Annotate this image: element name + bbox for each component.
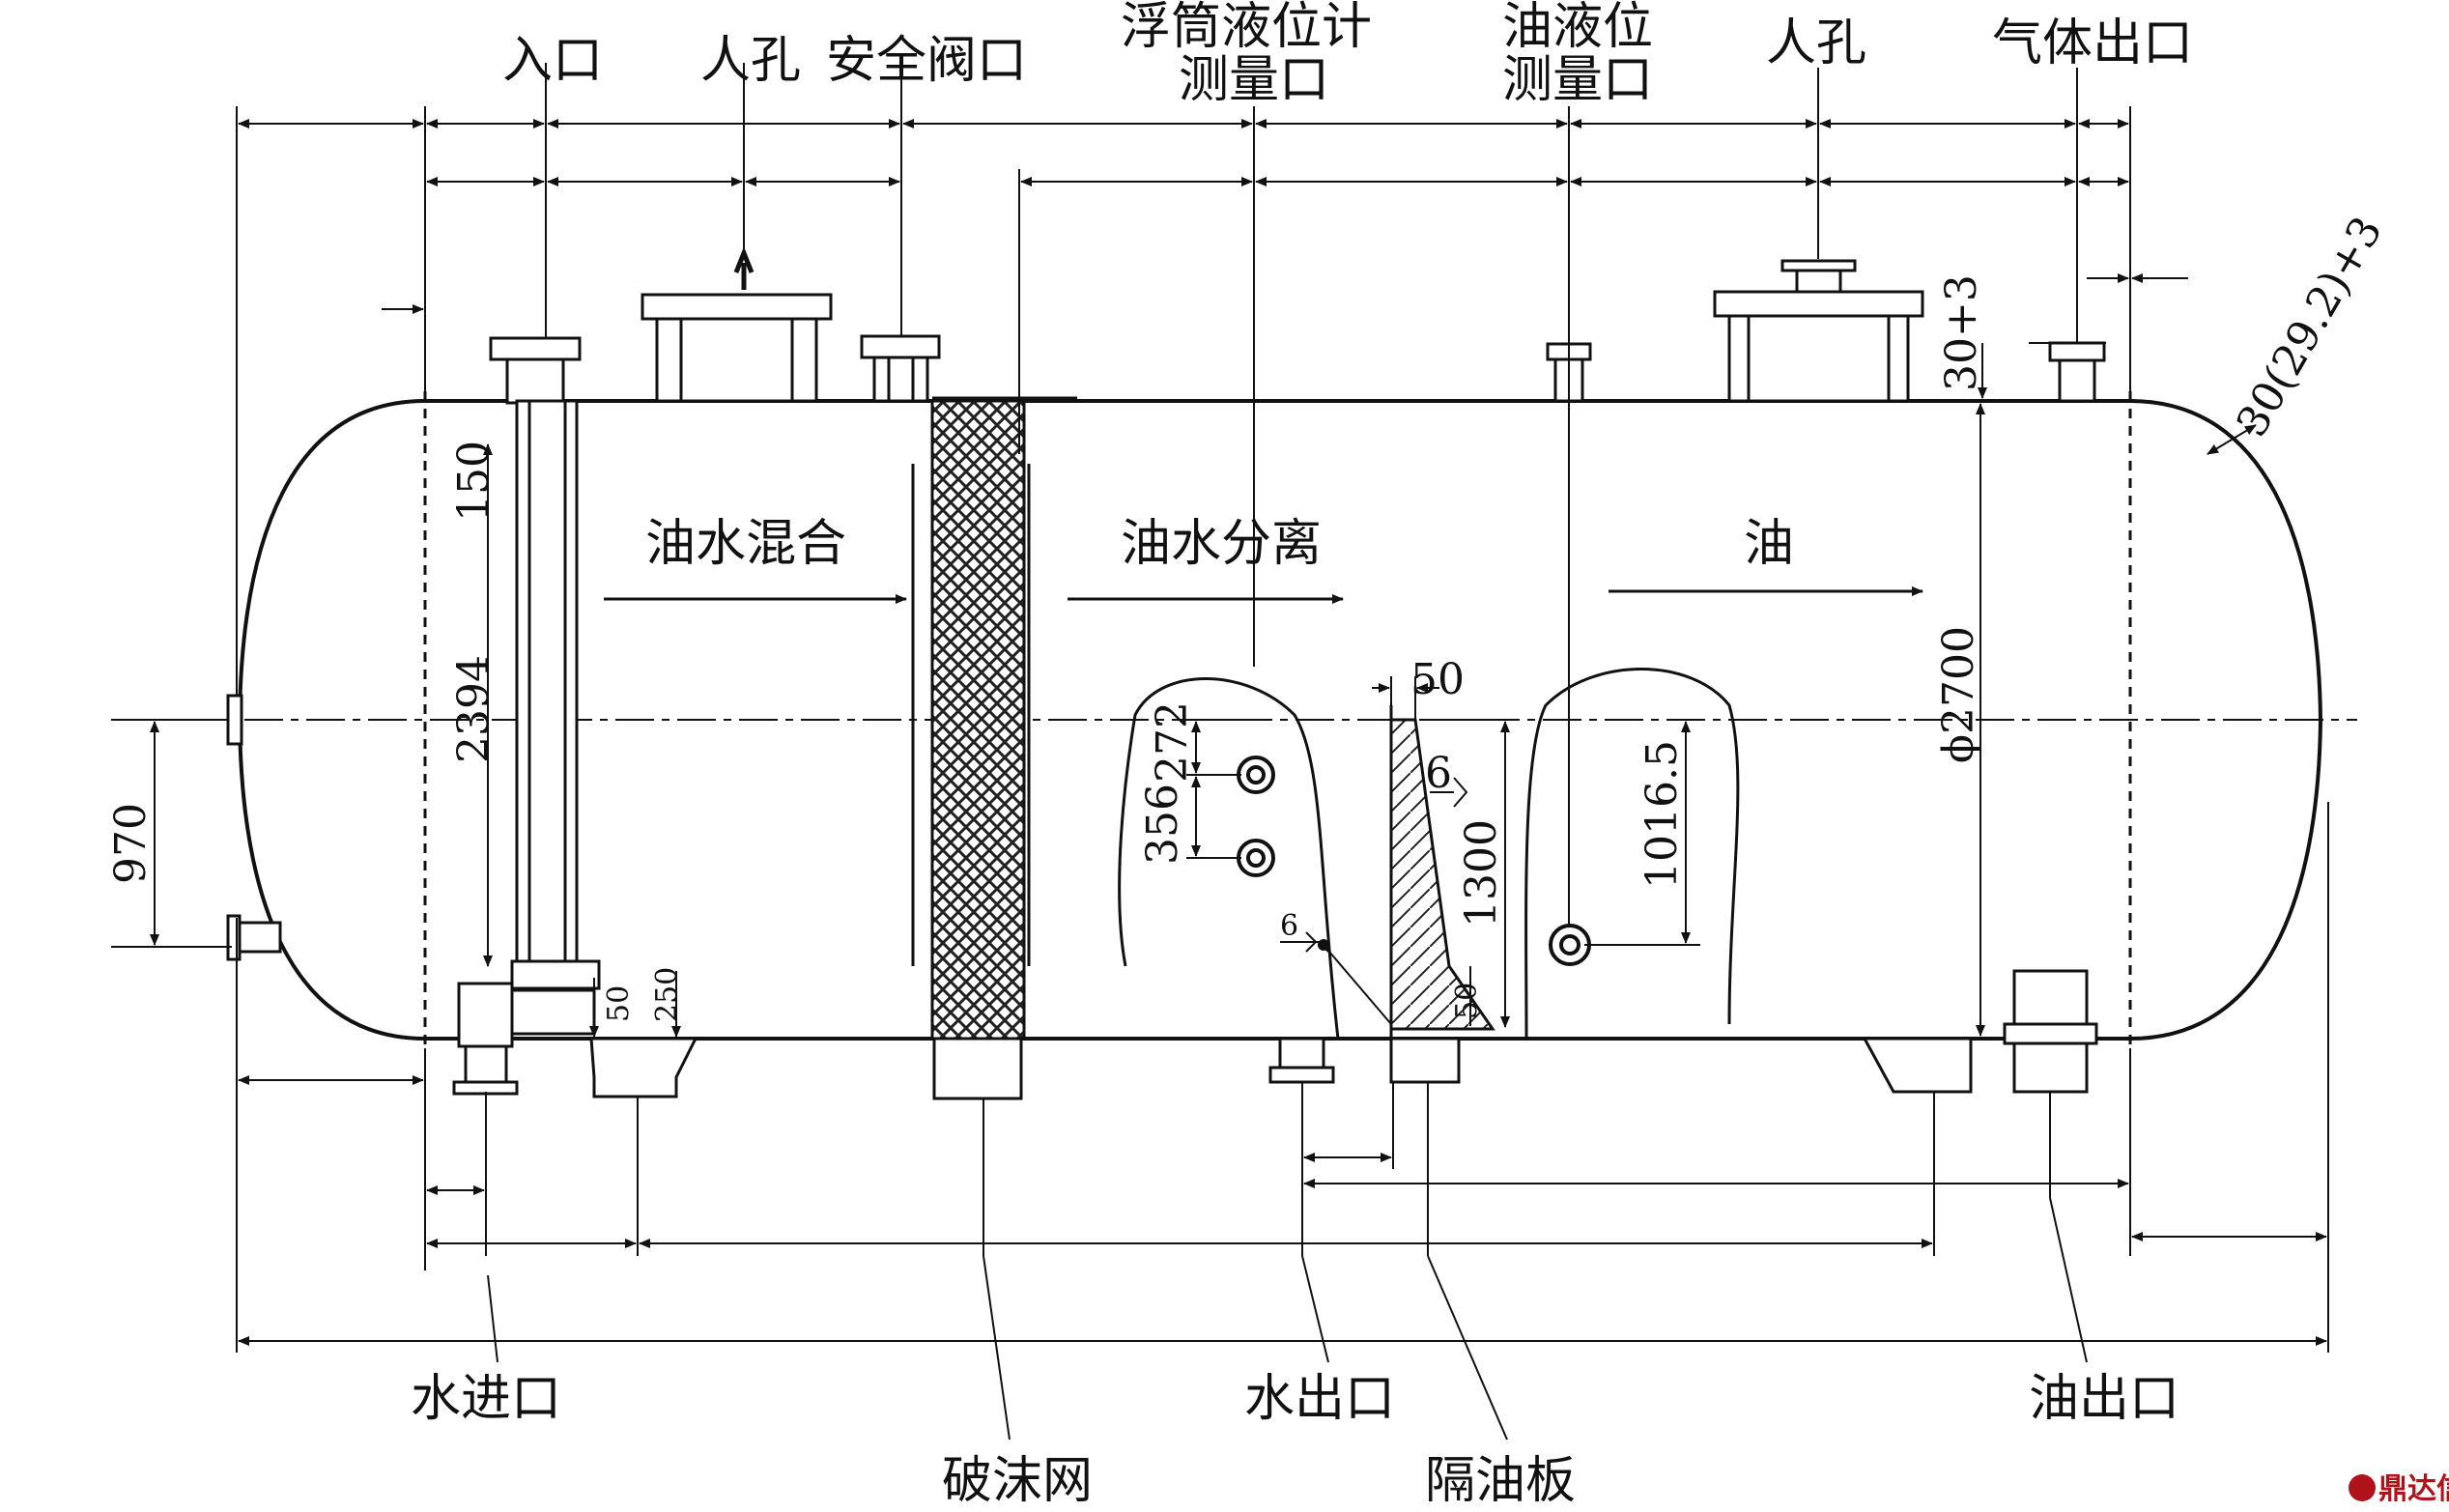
demister-label: 破沫网 <box>942 1452 1093 1510</box>
safety-valve-nozzle <box>860 334 941 403</box>
dim-272: 272 <box>1148 701 1197 783</box>
top-dimension-lines <box>236 63 2188 927</box>
oil-chamber-outline <box>1524 668 1740 1040</box>
saddle-left <box>589 1037 698 1098</box>
dim-6-a: 6 <box>1425 749 1452 798</box>
manhole-left-nozzle <box>641 246 833 403</box>
dim-50-baffle: 50 <box>1450 983 1484 1019</box>
dim-head-thickness: 30(29.2)+3 <box>2227 209 2392 445</box>
water-outlet-label: 水出口 <box>1244 1370 1395 1428</box>
zone-oil-label: 油 <box>1744 515 1794 573</box>
dim-nozzle-height: 30+3 <box>1937 274 1986 391</box>
oil-level-port-label-1: 油液位 <box>1502 0 1653 56</box>
dim-6-b: 6 <box>1280 909 1298 943</box>
demister-supports <box>911 464 1031 966</box>
dim-1300: 1300 <box>1457 819 1506 927</box>
demister-pad <box>930 399 1026 1041</box>
oil-outlet-label: 油出口 <box>2029 1370 2179 1428</box>
dim-shell-diameter: ϕ2700 <box>1934 626 1983 763</box>
water-outlet-nozzle <box>1268 1037 1335 1084</box>
dim-50-small: 50 <box>602 985 636 1022</box>
inlet-nozzle <box>489 336 601 990</box>
interface-gauge-ports <box>1237 756 1591 966</box>
dim-970: 970 <box>106 803 156 884</box>
inlet-label: 入口 <box>502 32 603 90</box>
manhole-left-label: 人孔 <box>700 32 801 90</box>
float-gauge-port-label-1: 浮筒液位计 <box>1121 0 1372 56</box>
water-inlet-nozzle <box>452 982 596 1096</box>
dim-2394: 2394 <box>449 655 498 763</box>
gas-outlet-label: 气体出口 <box>1992 14 2193 72</box>
zone-separate-label: 油水分离 <box>1121 515 1322 573</box>
dim-50-top: 50 <box>1410 655 1465 704</box>
float-gauge-port-label-2: 测量口 <box>1179 51 1329 109</box>
watermark: 鼎达信 <box>2349 1472 2449 1506</box>
flow-arrows <box>604 586 1923 604</box>
safety-valve-port-label: 安全阀口 <box>826 32 1027 90</box>
oil-level-port-label-2: 测量口 <box>1502 51 1653 109</box>
oil-outlet-nozzle <box>2003 969 2098 1094</box>
manhole-right-label: 人孔 <box>1766 14 1866 72</box>
dim-250: 250 <box>650 967 684 1022</box>
gas-outlet-nozzle <box>2048 341 2106 403</box>
vertical-dimension-lines <box>111 342 2257 1040</box>
zone-mix-label: 油水混合 <box>645 515 846 573</box>
oil-baffle-label: 隔油板 <box>1425 1452 1576 1510</box>
dim-356: 356 <box>1138 784 1187 865</box>
dim-1016-5: 1016.5 <box>1637 740 1687 889</box>
watermark-text: 鼎达信 <box>2378 1472 2449 1506</box>
saddle-right <box>1862 1037 1973 1094</box>
leader-lines <box>487 1197 2088 1441</box>
dim-150: 150 <box>449 441 498 522</box>
manhole-right-nozzle <box>1713 259 1924 403</box>
water-chamber-outline <box>1118 677 1340 1040</box>
water-inlet-label: 水进口 <box>411 1370 561 1428</box>
bottom-dimension-lines <box>236 802 2329 1353</box>
weld-symbol <box>1280 777 1468 1025</box>
